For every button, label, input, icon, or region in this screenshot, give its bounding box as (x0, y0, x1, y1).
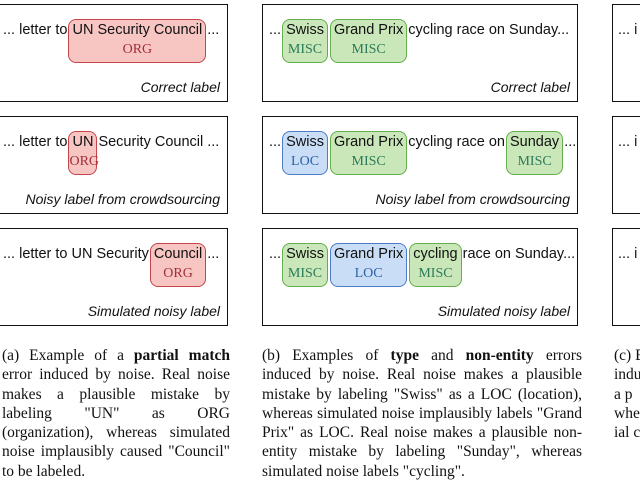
caption-line: a p (614, 385, 633, 403)
figure-a-caption: (a) Example of a partial match error ind… (2, 346, 230, 481)
entity-text: Grand Prix (333, 22, 404, 38)
sentence: ... letter to UN ORG Security Council ... (2, 131, 220, 175)
caption-line: ial c (614, 424, 640, 442)
token: cycling race on (408, 134, 505, 150)
caption-bold: partial match (133, 347, 230, 364)
entity-span-org: UN ORG (68, 131, 100, 175)
caption-bold: type (390, 347, 419, 364)
panel-description: Noisy label from crowdsourcing (25, 191, 220, 207)
entity-tag: ORG (69, 154, 100, 169)
token: ... (564, 134, 577, 150)
caption-line: (c) E (614, 347, 640, 364)
entity-tag: MISC (351, 154, 386, 169)
entity-tag: MISC (351, 42, 386, 57)
entity-text: Swiss (286, 134, 324, 150)
caption-line: induc (614, 366, 640, 384)
token: ... (207, 246, 220, 262)
figure-c-caption: (c) E induc a p whe ial c (614, 346, 640, 442)
token: ... i (618, 134, 638, 150)
entity-tag: LOC (291, 154, 320, 169)
entity-tag: ORG (122, 42, 153, 57)
panel-description: Simulated noisy label (87, 303, 220, 319)
figure-c: ... i ... i ... i (c) E induc a p whe ia… (600, 0, 640, 477)
token: ... (269, 134, 282, 150)
figure-c-panel-2: ... i (612, 116, 640, 214)
entity-text: Council (153, 246, 203, 262)
token: ... (207, 22, 220, 38)
entity-text: cycling (413, 246, 458, 262)
panel-description: Correct label (140, 79, 220, 95)
entity-tag: LOC (354, 266, 383, 281)
token: ... letter to UN Security (3, 246, 149, 262)
sentence: ... i (617, 134, 638, 150)
entity-text: Grand Prix (333, 246, 404, 262)
caption-text: errors induced by noise. Real noise make… (262, 347, 582, 480)
token: ... letter to (3, 134, 68, 150)
token: ... i (618, 246, 638, 262)
caption-bold: non-entity (465, 347, 534, 364)
entity-text: Swiss (286, 22, 324, 38)
entity-tag: MISC (418, 266, 453, 281)
figure-c-panel-1: ... i (612, 4, 640, 102)
entity-text: Swiss (286, 246, 324, 262)
sentence: ... i (617, 22, 638, 38)
entity-tag: MISC (287, 42, 323, 57)
token: Security Council ... (98, 134, 220, 150)
entity-tag: MISC (517, 154, 552, 169)
panel-description: Noisy label from crowdsourcing (375, 191, 570, 207)
caption-line: whe (614, 404, 640, 422)
token: ... letter to (3, 22, 68, 38)
token: ... (269, 246, 282, 262)
caption-text: (b) Examples of (262, 347, 391, 364)
entity-text: Grand Prix (333, 134, 404, 150)
panel-description: Correct label (490, 79, 570, 95)
entity-text: UN Security Council (72, 22, 203, 38)
token: ... i (618, 22, 638, 38)
entity-text: Sunday (510, 134, 560, 150)
figure-a-panel-crowdsourced: ... letter to UN ORG Security Council ...… (0, 116, 228, 214)
figure-b-caption: (b) Examples of type and non-entity erro… (262, 346, 582, 481)
caption-text: and (418, 347, 466, 364)
token: cycling race on Sunday... (408, 22, 570, 38)
entity-text: UN (72, 134, 94, 150)
token: race on Sunday... (462, 246, 576, 262)
token: ... (269, 22, 282, 38)
figure-c-panel-3: ... i (612, 228, 640, 326)
sentence: ... i (617, 246, 638, 262)
caption-text: error induced by noise. Real noise makes… (2, 366, 230, 480)
panel-description: Simulated noisy label (437, 303, 570, 319)
entity-tag: ORG (163, 266, 193, 281)
caption-text: (a) Example of a (2, 347, 134, 364)
entity-tag: MISC (287, 266, 323, 281)
